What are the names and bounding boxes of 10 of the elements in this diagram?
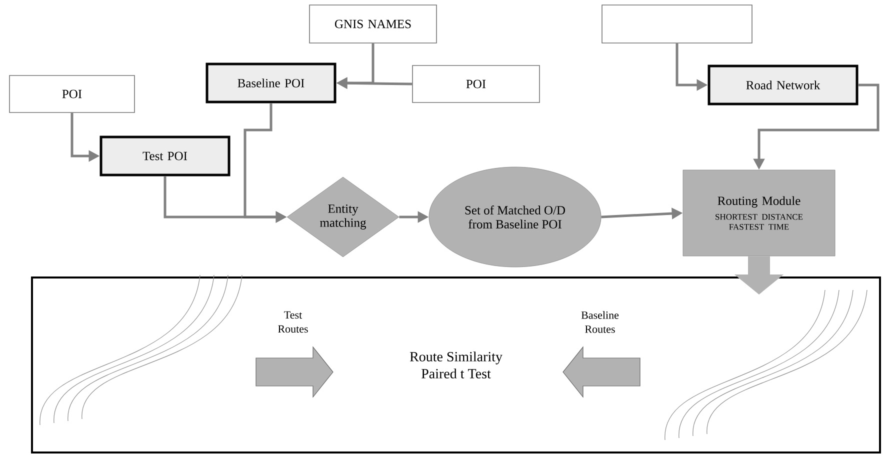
source-box: GNIS NAMES [309, 4, 437, 44]
source-box: POI [9, 75, 135, 113]
module-box: Routing Module SHORTEST DISTANCE FASTEST TIME [682, 170, 836, 256]
source-box: POI [412, 65, 540, 103]
process-box: Baseline POI [206, 62, 336, 104]
route-label: Baseline Routes [581, 311, 619, 333]
process-box: Test POI [100, 136, 230, 176]
source-box [602, 4, 752, 44]
process-box: Road Network [708, 64, 858, 106]
route-label: Test Routes [278, 311, 308, 333]
